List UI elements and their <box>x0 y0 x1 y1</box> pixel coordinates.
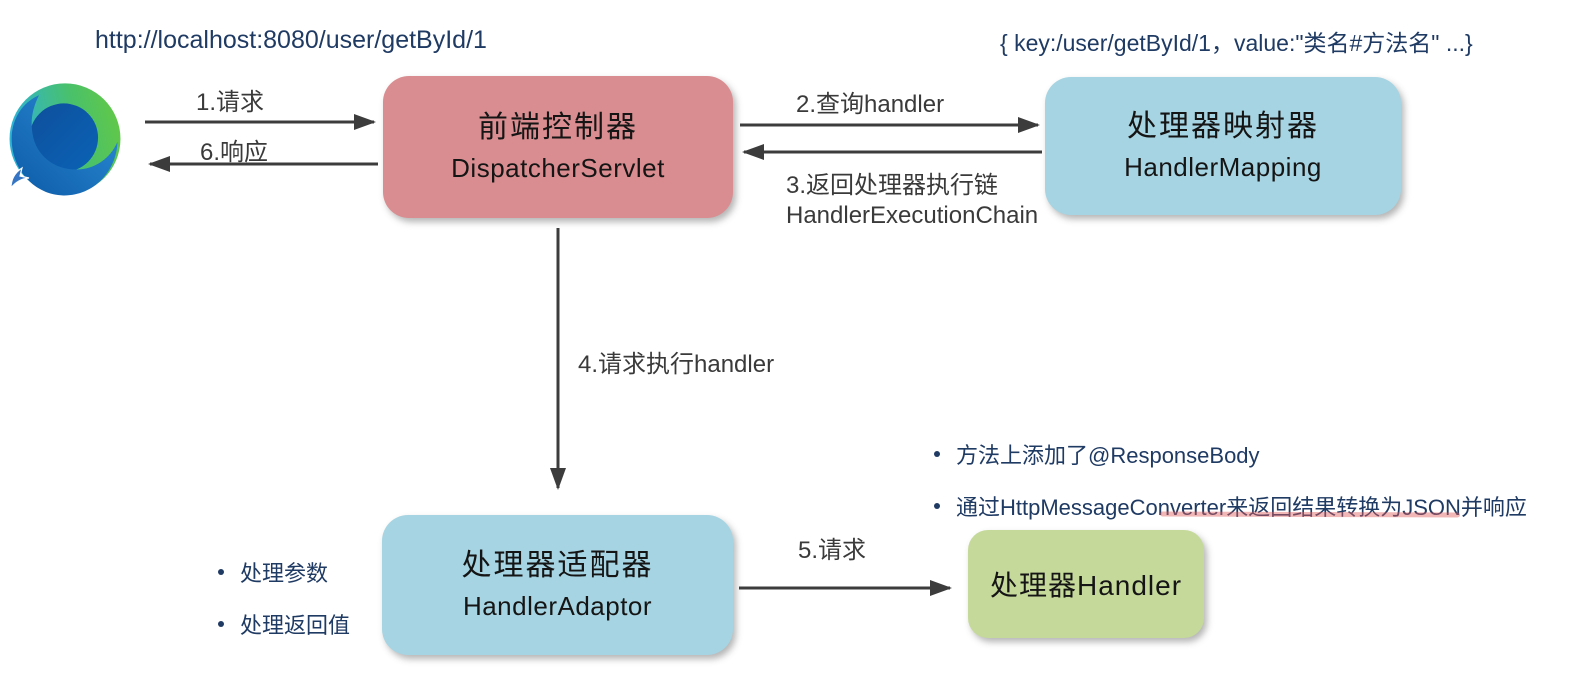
dispatcher-servlet-box: 前端控制器 DispatcherServlet <box>383 76 733 218</box>
handler-adaptor-subtitle: HandlerAdaptor <box>462 591 653 621</box>
dispatcher-servlet-subtitle: DispatcherServlet <box>451 153 665 183</box>
label-step1: 1.请求 <box>196 89 265 116</box>
edge-logo-swirl <box>9 83 121 196</box>
list-item: 处理参数 <box>218 556 350 588</box>
adaptor-note-text: 处理返回值 <box>240 613 351 638</box>
handler-box: 处理器Handler <box>968 530 1204 638</box>
handler-mapping-subtitle: HandlerMapping <box>1124 152 1322 182</box>
dispatcher-servlet-title: 前端控制器 <box>478 111 638 144</box>
handler-note-text: 通过HttpMessageConverter来返回结果转换为JSON并响应 <box>956 495 1527 520</box>
adaptor-notes-list: 处理参数 处理返回值 <box>218 556 350 660</box>
handler-mapping-note: { key:/user/getById/1，value:"类名#方法名" ...… <box>1000 30 1473 56</box>
list-item: 通过HttpMessageConverter来返回结果转换为JSON并响应 <box>934 490 1527 522</box>
bullet-dot-icon <box>218 569 224 575</box>
request-url: http://localhost:8080/user/getById/1 <box>95 26 487 54</box>
label-step4: 4.请求执行handler <box>578 351 775 378</box>
handler-mapping-box: 处理器映射器 HandlerMapping <box>1045 77 1401 215</box>
list-item: 方法上添加了@ResponseBody <box>934 438 1527 470</box>
label-step2: 2.查询handler <box>796 91 945 118</box>
handler-adaptor-title: 处理器适配器 <box>461 549 654 582</box>
handler-title: 处理器Handler <box>989 570 1183 601</box>
handler-note-text: 方法上添加了@ResponseBody <box>956 443 1260 468</box>
handler-adaptor-box: 处理器适配器 HandlerAdaptor <box>382 515 733 655</box>
bullet-dot-icon <box>218 621 224 627</box>
adaptor-note-text: 处理参数 <box>240 561 329 586</box>
label-step5: 5.请求 <box>798 537 867 564</box>
red-underline-mark <box>1159 511 1461 518</box>
handler-notes-list: 方法上添加了@ResponseBody 通过HttpMessageConvert… <box>934 438 1527 542</box>
bullet-dot-icon <box>934 503 940 509</box>
handler-mapping-title: 处理器映射器 <box>1127 110 1319 143</box>
list-item: 处理返回值 <box>218 608 350 640</box>
label-step3-line2: HandlerExecutionChain <box>786 202 1039 229</box>
label-step3-line1: 3.返回处理器执行链 <box>786 172 999 199</box>
cursor-arrow-icon <box>10 166 30 190</box>
label-step6: 6.响应 <box>200 139 269 166</box>
bullet-dot-icon <box>934 451 940 457</box>
edge-browser-icon <box>6 76 124 204</box>
